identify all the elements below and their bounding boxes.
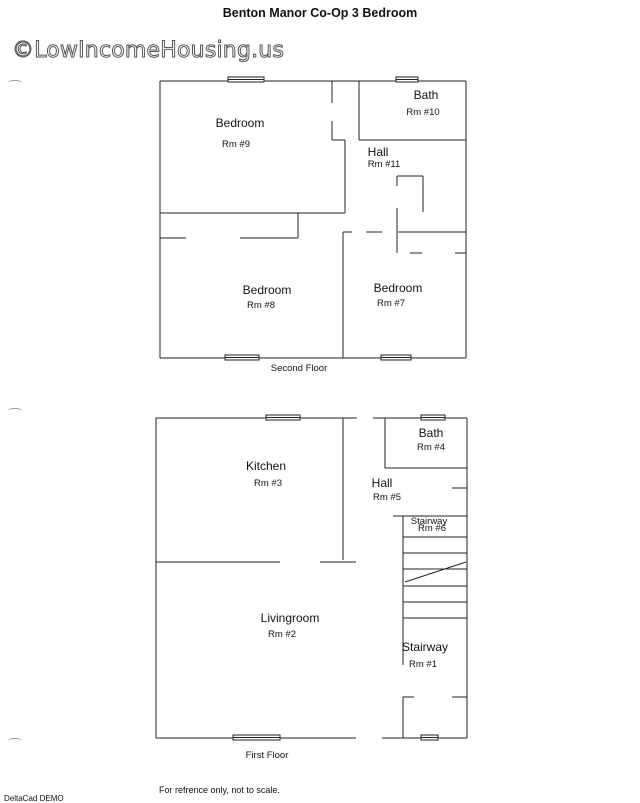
scan-mark <box>8 80 22 85</box>
room-name-stairway-6: Stairway <box>410 516 448 527</box>
room-number-10: Rm #10 <box>406 107 440 118</box>
second-floor-walls <box>159 76 467 361</box>
footer-note: For refrence only, not to scale. <box>159 785 280 795</box>
room-number-2: Rm #2 <box>268 629 296 640</box>
room-name-hall-11: Hall <box>367 145 389 159</box>
room-number-4: Rm #4 <box>417 442 445 453</box>
page-title: Benton Manor Co-Op 3 Bedroom <box>222 6 418 20</box>
room-name-bedroom-8: Bedroom <box>242 283 292 297</box>
floor-label-first: First Floor <box>245 750 289 761</box>
room-name-bedroom-9: Bedroom <box>215 116 265 130</box>
room-number-1: Rm #1 <box>409 659 437 670</box>
room-name-bath-10: Bath <box>413 88 439 102</box>
room-number-9: Rm #9 <box>222 139 250 150</box>
room-number-8: Rm #8 <box>247 300 275 311</box>
floor-label-second: Second Floor <box>270 363 328 374</box>
room-name-kitchen-3: Kitchen <box>245 459 287 473</box>
room-number-11: Rm #11 <box>367 159 401 170</box>
scan-mark <box>8 408 22 413</box>
room-name-livingroom-2: Livingroom <box>260 611 320 625</box>
room-number-3: Rm #3 <box>254 478 282 489</box>
room-name-hall-5: Hall <box>371 476 393 490</box>
corner-text: DeltaCad DEMO <box>4 794 64 803</box>
watermark: ©LowIncomeHousing.us <box>11 38 285 64</box>
scan-mark <box>8 738 22 743</box>
first-floor-walls <box>155 414 468 741</box>
room-number-6: Rm #6 <box>418 523 446 534</box>
room-name-bath-4: Bath <box>418 426 444 440</box>
room-number-7: Rm #7 <box>377 298 405 309</box>
room-name-bedroom-7: Bedroom <box>373 281 423 295</box>
room-name-stairway-1: Stairway <box>401 640 449 654</box>
room-number-5: Rm #5 <box>373 492 401 503</box>
